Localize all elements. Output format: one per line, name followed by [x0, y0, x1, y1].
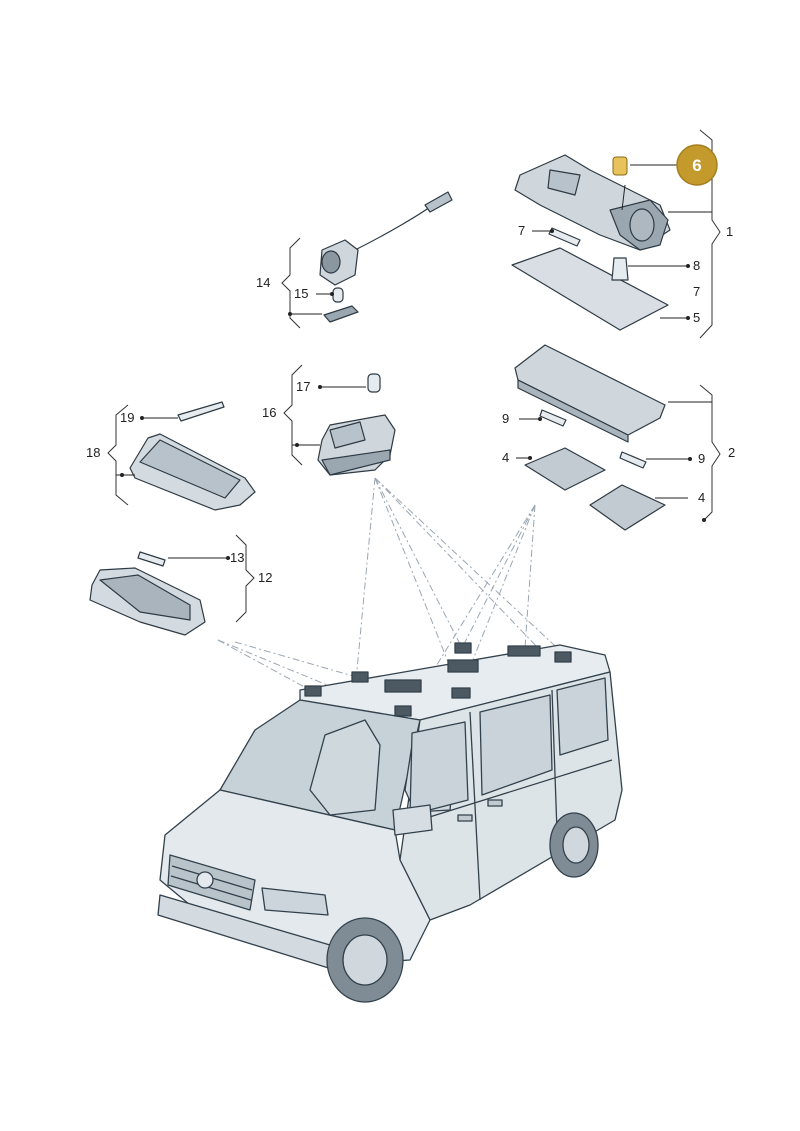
callout-9a: 9	[502, 411, 509, 426]
callout-18: 18	[86, 445, 100, 460]
callout-4a: 4	[502, 450, 509, 465]
van-illustration	[157, 642, 623, 1003]
callout-4b: 4	[698, 490, 705, 505]
van-headlight	[261, 887, 329, 916]
van-window-2	[556, 677, 609, 756]
callout-9b: 9	[698, 451, 705, 466]
roof-lamp-spot	[384, 679, 422, 693]
leaders	[107, 129, 721, 623]
callout-7a: 7	[518, 223, 525, 238]
roof-lamp-spot	[454, 642, 472, 654]
callout-14: 14	[256, 275, 270, 290]
roof-lamp-spot	[351, 671, 369, 683]
callout-13: 13	[230, 550, 244, 565]
highlight-badge-label: 6	[692, 156, 701, 175]
pad	[589, 484, 666, 531]
festoon-bulb	[548, 227, 581, 247]
vw-logo	[196, 871, 214, 889]
interior-light-assembly-1	[511, 154, 671, 331]
van-front-wheel	[326, 917, 404, 1003]
callout-2: 2	[728, 445, 735, 460]
roof-lamp-spot	[451, 687, 471, 699]
reading-light-assembly-14	[319, 191, 453, 323]
light-housing-16	[317, 373, 396, 476]
roof-lamp-spot	[554, 651, 572, 663]
callout-17: 17	[296, 379, 310, 394]
callout-1: 1	[726, 224, 733, 239]
van-rear-wheel	[549, 812, 599, 878]
callout-5: 5	[693, 310, 700, 325]
roof-lamp-spot	[304, 685, 322, 697]
van-mirror	[392, 804, 433, 836]
roof-lamp-spot	[394, 705, 412, 717]
callout-15: 15	[294, 286, 308, 301]
wedge-bulb	[611, 257, 629, 281]
callout-16: 16	[262, 405, 276, 420]
pad	[524, 447, 606, 491]
highlight-badge[interactable]: 6	[676, 144, 718, 186]
bulb-holder-highlighted	[612, 156, 628, 176]
callout-8: 8	[693, 258, 700, 273]
light-housing-18	[129, 401, 256, 511]
van-window-1	[479, 694, 553, 796]
callout-12: 12	[258, 570, 272, 585]
callout-7b: 7	[693, 284, 700, 299]
roof-lamp-spot	[507, 645, 541, 657]
callout-labels: 1 7 8 7 5 2 9 4 9 4 14 15 17 16 19 18 13…	[86, 223, 735, 585]
light-housing-12	[89, 551, 206, 636]
interior-light-assembly-2	[514, 344, 666, 531]
lens	[511, 247, 669, 331]
callout-19: 19	[120, 410, 134, 425]
roof-lamp-spot	[447, 659, 479, 673]
